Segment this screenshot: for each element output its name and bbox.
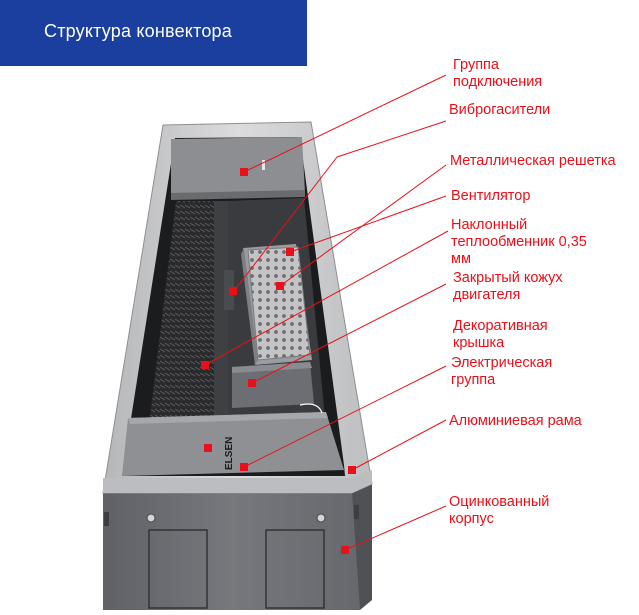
label-electrical-group: Электрическая группа [451, 355, 553, 388]
decorative-lid: ELSEN [122, 412, 344, 476]
marker-heat-exchanger [201, 361, 209, 369]
body-screw [316, 513, 326, 523]
markers [201, 168, 356, 554]
connection-group-plate [171, 137, 305, 196]
heat-exchanger-fins [150, 201, 215, 418]
label-connection-group: Группа подключения [453, 57, 543, 90]
leader-vibration-dampers-top [336, 120, 447, 158]
marker-metal-grille [276, 282, 284, 290]
label-decorative-lid: Декоративная крышка [453, 318, 548, 351]
galvanized-body [103, 484, 372, 610]
connection-group-tag [262, 160, 265, 170]
marker-electrical-group [240, 463, 248, 471]
leader-lines [204, 74, 449, 551]
label-galvanized-body: Оцинкованный корпус [449, 494, 550, 527]
label-aluminium-frame: Алюминиевая рама [449, 413, 582, 429]
brand-mark: ELSEN [224, 437, 235, 470]
body-bracket [354, 505, 359, 519]
label-fan: Вентилятор [451, 188, 531, 204]
leader-aluminium-frame [351, 419, 447, 471]
motor-cover [232, 362, 314, 408]
label-metal-grille: Металлическая решетка [450, 153, 616, 169]
label-heat-exchanger: Наклонный теплообменник 0,35 мм [451, 217, 587, 267]
marker-vibration-dampers [229, 287, 237, 295]
page-title: Структура конвектора [44, 21, 232, 41]
leader-vibration-dampers [233, 156, 338, 292]
marker-motor-cover [248, 379, 256, 387]
leader-galvanized-body [344, 505, 447, 551]
body-panel-left [148, 529, 208, 609]
leader-electrical-group [243, 365, 447, 468]
heat-exchanger-side [214, 201, 228, 418]
marker-aluminium-frame [348, 466, 356, 474]
marker-fan [286, 248, 294, 256]
body-bracket [104, 512, 109, 526]
marker-decorative-lid [204, 444, 212, 452]
title-banner: Структура конвектора [0, 0, 307, 66]
leader-motor-cover [251, 283, 447, 384]
leader-connection-group [243, 74, 447, 173]
label-vibration-dampers: Виброгасители [449, 102, 551, 118]
leader-fan [289, 195, 447, 253]
leader-heat-exchanger [204, 230, 449, 366]
marker-galvanized-body [341, 546, 349, 554]
body-screw [146, 513, 156, 523]
body-panel-right [265, 529, 325, 609]
electrical-cable [299, 403, 323, 414]
label-motor-cover: Закрытый кожух двигателя [453, 270, 563, 303]
marker-connection-group [240, 168, 248, 176]
